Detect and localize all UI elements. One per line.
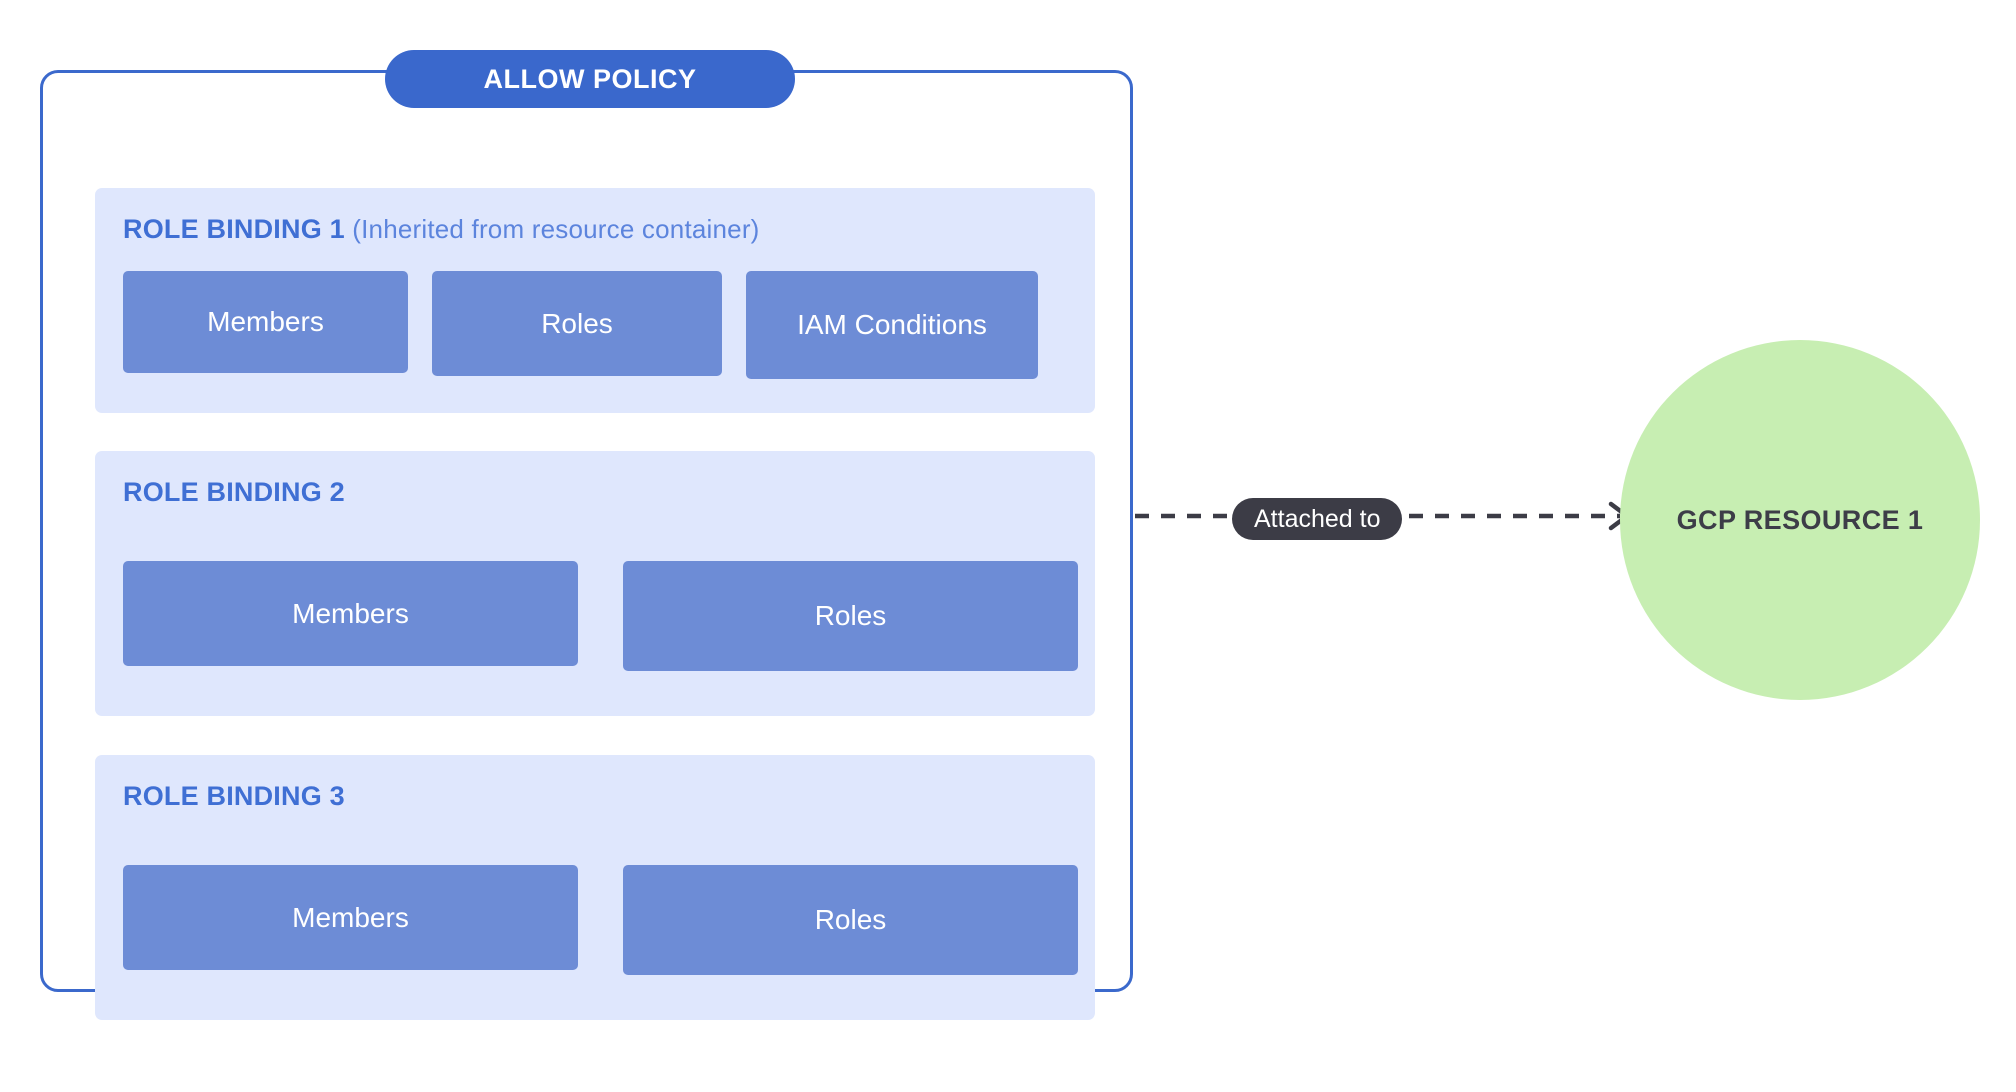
allow-policy-container: ROLE BINDING 1 (Inherited from resource … [40, 70, 1133, 1020]
allow-policy-badge-label: ALLOW POLICY [483, 63, 697, 94]
chip-roles[interactable]: Roles [623, 561, 1078, 671]
role-binding-1-title-main: ROLE BINDING 1 [123, 214, 345, 244]
chip-roles[interactable]: Roles [623, 865, 1078, 975]
role-binding-1-band: ROLE BINDING 1 (Inherited from resource … [95, 188, 1095, 413]
chip-members[interactable]: Members [123, 865, 578, 970]
gcp-resource-label: GCP RESOURCE 1 [1676, 504, 1924, 535]
attached-to-label: Attached to [1232, 498, 1403, 540]
role-binding-3-title: ROLE BINDING 3 [123, 781, 345, 812]
role-binding-3-title-main: ROLE BINDING 3 [123, 781, 345, 811]
role-binding-1-chip-row: Members Roles IAM Conditions [123, 271, 1038, 379]
role-binding-2-band: ROLE BINDING 2 Members Roles [95, 451, 1095, 716]
role-binding-1-title-suffix: (Inherited from resource container) [344, 214, 760, 244]
gcp-resource-node[interactable]: GCP RESOURCE 1 [1620, 340, 1980, 700]
allow-policy-badge: ALLOW POLICY [385, 50, 795, 108]
role-binding-3-band: ROLE BINDING 3 Members Roles [95, 755, 1095, 1020]
role-binding-3-chip-row: Members Roles [123, 865, 1078, 975]
role-binding-2-title-main: ROLE BINDING 2 [123, 477, 345, 507]
chip-members[interactable]: Members [123, 271, 408, 373]
role-binding-2-title: ROLE BINDING 2 [123, 477, 345, 508]
chip-members[interactable]: Members [123, 561, 578, 666]
attached-to-label-text: Attached to [1254, 504, 1381, 533]
chip-iam-conditions[interactable]: IAM Conditions [746, 271, 1038, 379]
chip-roles[interactable]: Roles [432, 271, 722, 376]
role-binding-1-title: ROLE BINDING 1 (Inherited from resource … [123, 214, 760, 245]
role-binding-2-chip-row: Members Roles [123, 561, 1078, 671]
